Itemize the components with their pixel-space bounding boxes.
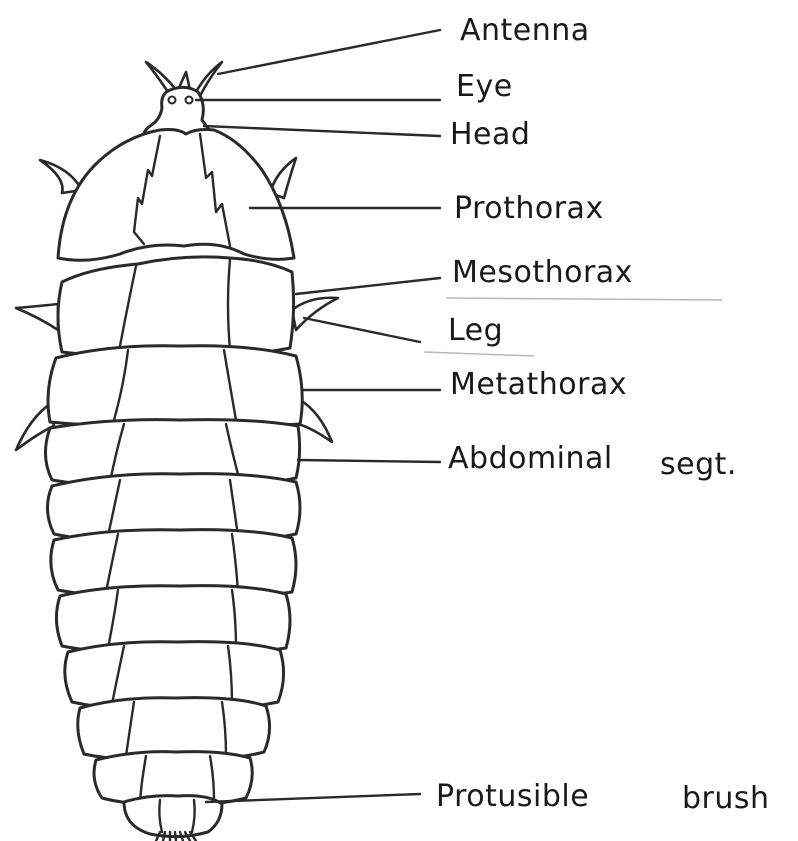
leader-antenna [218, 30, 440, 74]
label-abdominal-segment: Abdominal [448, 441, 613, 476]
label-protusible-brush: Protusible [436, 779, 589, 814]
leg-mesothorax-right [292, 298, 338, 330]
mesothorax-plate [58, 257, 294, 357]
label-abdominal-segment-suffix: segt. [660, 447, 737, 482]
prothorax-group [58, 130, 294, 261]
prothorax-plate [58, 130, 294, 261]
underline-leg [424, 352, 534, 356]
eye-left [169, 97, 176, 104]
leg-mesothorax-left [16, 304, 58, 330]
metathorax-group [48, 346, 302, 427]
label-eye: Eye [456, 69, 513, 104]
abdominal-segment [78, 698, 270, 760]
abdomen-group [45, 420, 300, 837]
antenna-left [146, 62, 176, 92]
label-prothorax: Prothorax [454, 191, 604, 226]
antenna-right [196, 62, 222, 96]
label-mesothorax: Mesothorax [452, 255, 633, 290]
underline-mesothorax [446, 298, 722, 300]
mesothorax-group [58, 257, 294, 357]
leader-abdominal-segment [298, 460, 440, 462]
label-metathorax: Metathorax [450, 367, 627, 402]
label-protusible-brush-suffix: brush [682, 781, 770, 816]
leader-leg [304, 318, 420, 342]
label-antenna: Antenna [460, 13, 590, 48]
leader-mesothorax [296, 278, 440, 294]
labels: Antenna Eye Head Prothorax Mesothorax Le… [436, 13, 770, 816]
metathorax-plate [48, 346, 302, 427]
leader-head [204, 126, 440, 136]
label-leg: Leg [448, 313, 503, 348]
eye-right [186, 97, 193, 104]
label-head: Head [450, 117, 530, 152]
